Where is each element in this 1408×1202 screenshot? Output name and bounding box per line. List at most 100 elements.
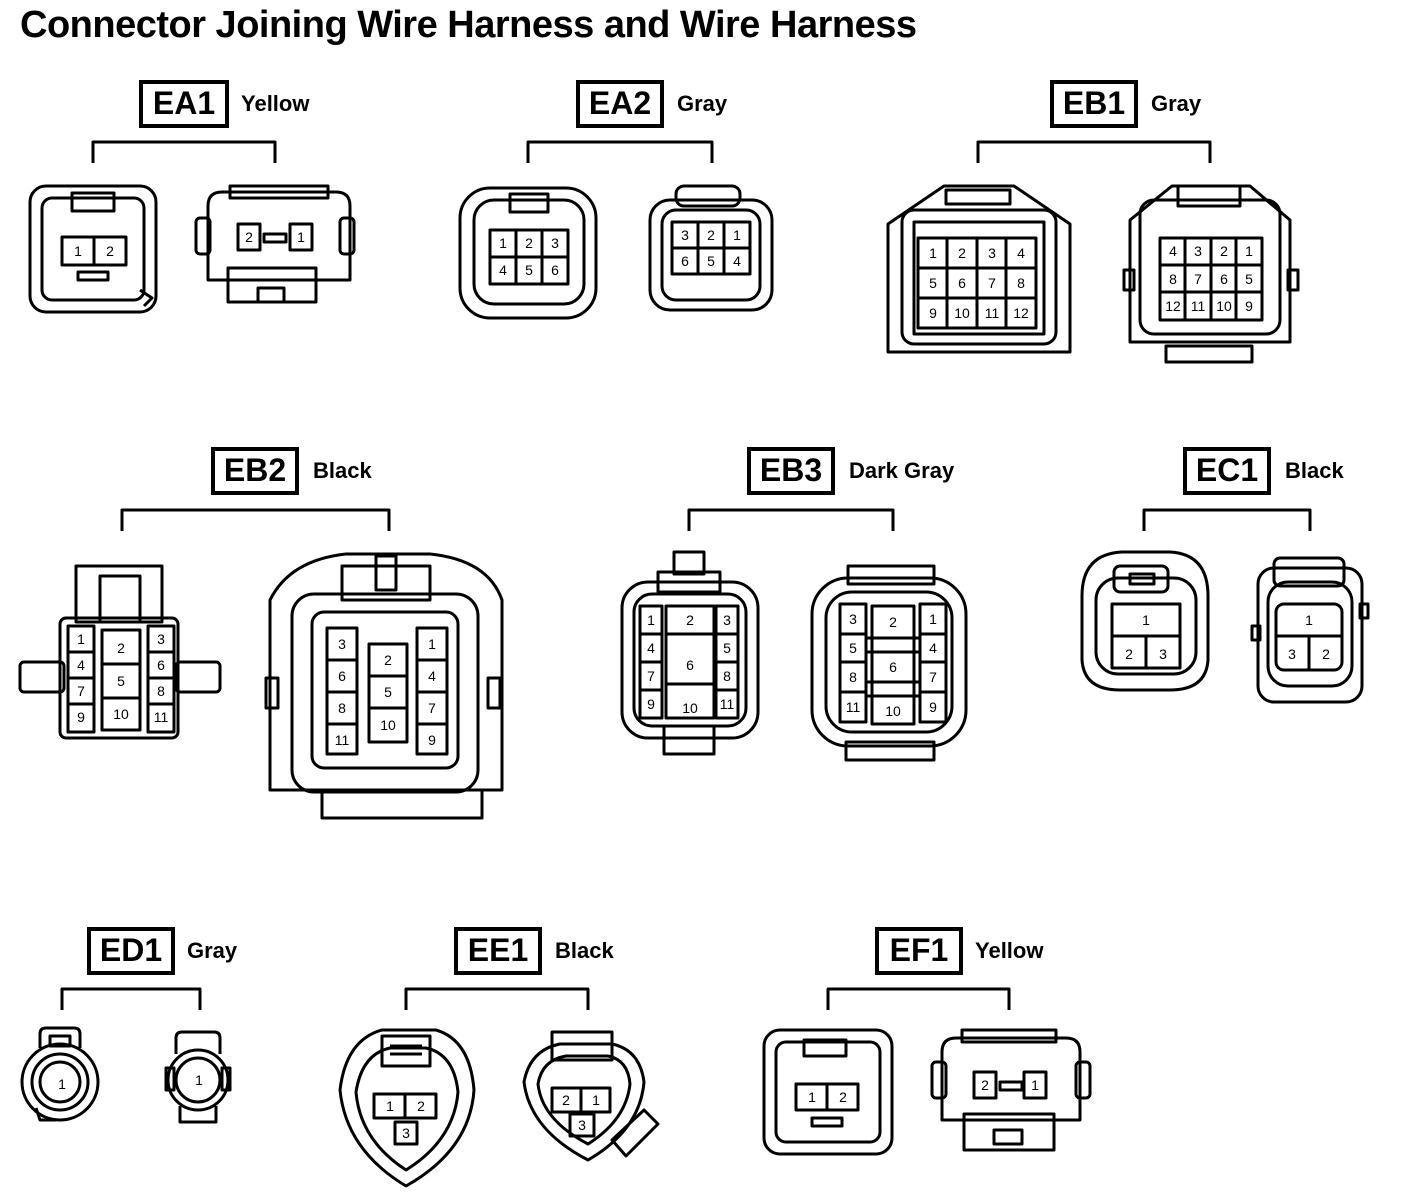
pin-label: 9 [428,732,436,748]
connector-color-ee1: Black [555,938,614,963]
bracket-eb2 [120,508,391,531]
pin-label: 3 [681,227,689,243]
pin-label: 3 [578,1117,586,1133]
pin-label: 8 [723,668,731,684]
pin-label: 1 [77,631,85,647]
pin-label: 4 [428,668,436,684]
bracket-eb1 [976,140,1212,163]
eb2-female-connector [18,564,222,740]
pin-label: 10 [885,703,901,719]
pin-label: 5 [384,684,392,700]
pin-label: 2 [686,612,694,628]
pin-label: 10 [113,706,129,722]
bracket-ea1 [91,140,277,163]
connector-color-eb3: Dark Gray [849,458,955,483]
pin-label: 9 [929,305,937,321]
connector-code-eb3: EB3 [747,447,835,495]
connector-code-ee1: EE1 [454,927,542,975]
pin-label: 5 [723,640,731,656]
pin-label: 6 [338,668,346,684]
pin-label: 6 [551,262,559,278]
pin-label: 4 [499,262,507,278]
pin-label: 1 [297,229,305,245]
pin-label: 2 [1125,646,1133,662]
pin-label: 5 [1245,271,1253,287]
pin-label: 2 [106,243,114,259]
pin-label: 7 [428,700,436,716]
pin-label: 3 [402,1125,410,1141]
pin-label: 1 [592,1092,600,1108]
eb2-male-connector [264,552,504,820]
connector-code-ef1: EF1 [875,927,963,975]
ea2-male-connector [648,184,774,312]
page-title: Connector Joining Wire Harness and Wire … [20,4,917,46]
pin-labels: 1 2 2 1 1 2 3 4 5 6 3 2 1 6 5 4 1 2 3 4 … [58,227,1330,1141]
eb3-male-connector [810,564,968,762]
pin-label: 6 [157,657,165,673]
pin-label: 12 [1013,305,1029,321]
pin-label: 10 [380,717,396,733]
pin-label: 2 [707,227,715,243]
connector-color-ed1: Gray [187,938,238,963]
connector-code-ed1: ED1 [87,927,175,975]
pin-label: 9 [647,696,655,712]
pin-label: 10 [682,700,698,716]
pin-label: 2 [958,245,966,261]
ed1-male-connector [164,1030,232,1124]
pin-label: 10 [954,305,970,321]
connector-code-ea1: EA1 [139,80,229,128]
pin-label: 3 [157,631,165,647]
pin-label: 4 [77,657,85,673]
pin-label: 4 [647,640,655,656]
pin-label: 3 [1159,646,1167,662]
pin-label: 2 [562,1092,570,1108]
connector-code-ea2: EA2 [576,80,664,128]
pin-label: 1 [1245,243,1253,259]
ea1-female-connector [28,184,158,314]
pin-label: 1 [499,235,507,251]
pin-label: 4 [733,253,741,269]
ee1-male-connector [522,1030,660,1162]
connector-color-ef1: Yellow [975,938,1044,963]
pin-label: 2 [245,229,253,245]
pin-label: 8 [849,669,857,685]
ea1-male-connector [194,184,356,304]
pin-label: 5 [929,275,937,291]
pin-label: 2 [117,640,125,656]
pin-label: 1 [428,636,436,652]
pin-label: 7 [77,683,85,699]
connector-color-eb1: Gray [1151,91,1202,116]
pin-label: 6 [889,659,897,675]
ef1-male-connector [930,1028,1092,1152]
pin-label: 4 [1017,245,1025,261]
pin-label: 2 [417,1098,425,1114]
pin-label: 3 [1194,243,1202,259]
ec1-male-connector [1250,556,1370,704]
pin-label: 8 [157,683,165,699]
connector-code-eb1: EB1 [1050,80,1138,128]
pin-label: 5 [117,673,125,689]
pin-label: 10 [1216,298,1232,314]
pin-label: 6 [686,657,694,673]
bracket-ea2 [526,140,714,163]
pin-label: 1 [929,245,937,261]
ed1-female-connector [20,1026,100,1122]
pin-label: 9 [77,709,85,725]
bracket-ee1 [404,987,590,1010]
pin-label: 8 [338,700,346,716]
pin-label: 11 [720,696,735,712]
pin-label: 7 [1194,271,1202,287]
pin-label: 6 [958,275,966,291]
pin-label: 7 [929,669,937,685]
pin-label: 1 [929,611,937,627]
pin-label: 1 [74,243,82,259]
connector-code-ec1: EC1 [1183,447,1271,495]
pin-label: 1 [733,227,741,243]
bracket-ed1 [60,987,202,1010]
pin-label: 11 [1191,298,1206,314]
pin-label: 1 [808,1089,816,1105]
ef1-female-connector [762,1028,894,1156]
connector-code-eb2: EB2 [211,447,299,495]
connector-color-ea2: Gray [677,91,728,116]
